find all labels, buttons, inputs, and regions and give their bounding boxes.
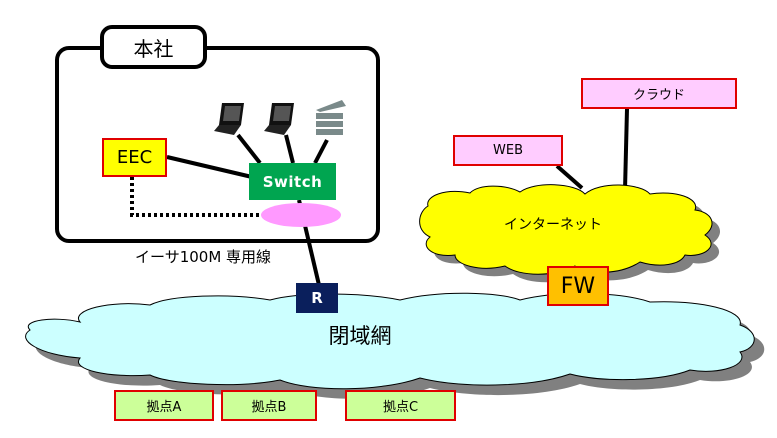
media-converter-ellipse [261,203,341,227]
laptop-icon [264,103,294,135]
site-a-node[interactable]: 拠点A [114,390,214,421]
leased-line-label: イーサ100M 専用線 [135,248,272,266]
eec-switch-link [166,155,253,179]
laptop1-switch-link [236,133,262,165]
closed-network-label: 閉域網 [328,324,392,348]
laptop-icon [214,103,244,135]
web-node[interactable]: WEB [453,135,563,166]
internet-label: インターネット [504,217,602,233]
router-node[interactable]: R [296,283,338,313]
cloud-service-node[interactable]: クラウド [581,78,737,109]
server-switch-link [313,139,329,164]
eec-ellipse-dotted-link [130,177,262,217]
switch-label: Switch [262,172,323,191]
firewall-node[interactable]: FW [547,266,609,306]
server-icon [316,100,346,135]
eec-node[interactable]: EEC [102,138,167,177]
switch-node[interactable]: Switch [249,163,336,200]
site-b-node[interactable]: 拠点B [221,390,317,421]
cloud-internet-link [623,108,629,191]
laptop2-switch-link [284,134,295,164]
internet-cloud [419,184,713,275]
site-c-node[interactable]: 拠点C [345,390,456,421]
headquarters-title: 本社 [100,25,207,69]
web-internet-link [555,164,584,190]
